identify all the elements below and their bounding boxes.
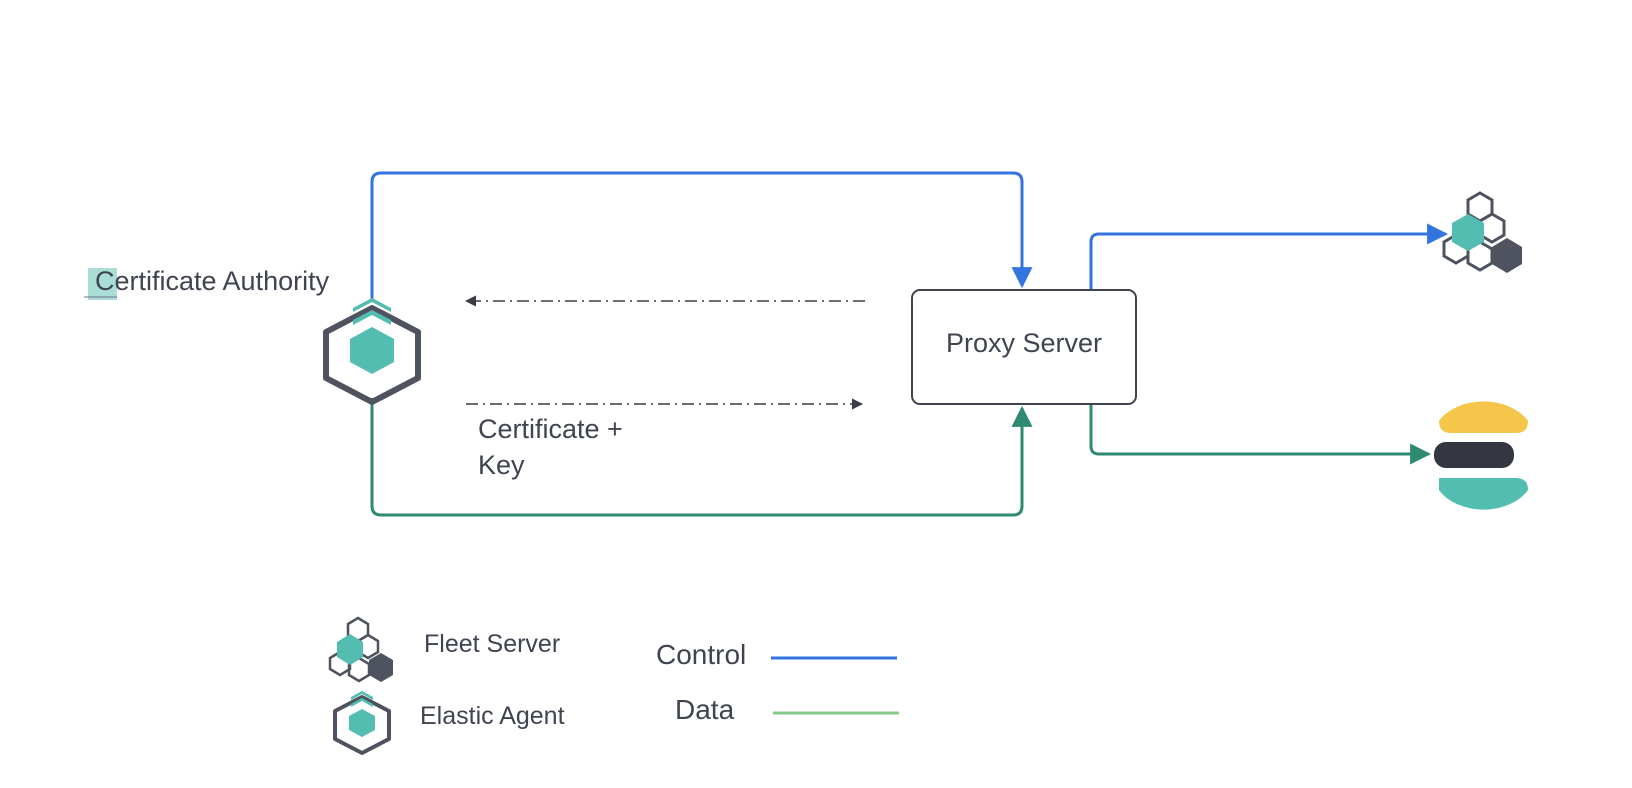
text-cursor-highlight	[88, 268, 117, 300]
control-line-agent-to-proxy	[370, 171, 1033, 302]
data-line-agent-to-proxy	[370, 398, 1033, 517]
proxy-server-box	[911, 289, 1137, 405]
legend-fleet-server-label: Fleet Server	[424, 630, 560, 658]
control-line-proxy-to-fleet	[1089, 223, 1449, 290]
fleet-server-icon	[1442, 191, 1522, 273]
legend-control-label: Control	[656, 639, 746, 670]
certificate-key-label-line1: Certificate +	[478, 414, 623, 444]
legend-elastic-agent-label: Elastic Agent	[420, 702, 565, 730]
legend-data-label: Data	[675, 694, 735, 725]
certificate-key-label-line2: Key	[478, 450, 525, 480]
elasticsearch-icon	[1434, 401, 1528, 510]
legend-elastic-agent-icon	[333, 691, 391, 755]
elastic-agent-icon	[323, 298, 421, 405]
proxy-server-label: Proxy Server	[946, 328, 1102, 358]
legend-fleet-server-icon	[328, 616, 393, 683]
certificate-authority-label: Certificate Authority	[95, 266, 330, 296]
data-line-proxy-to-elasticsearch	[1089, 404, 1432, 465]
legend: Fleet Server Elastic Agent Control Data	[328, 616, 899, 755]
